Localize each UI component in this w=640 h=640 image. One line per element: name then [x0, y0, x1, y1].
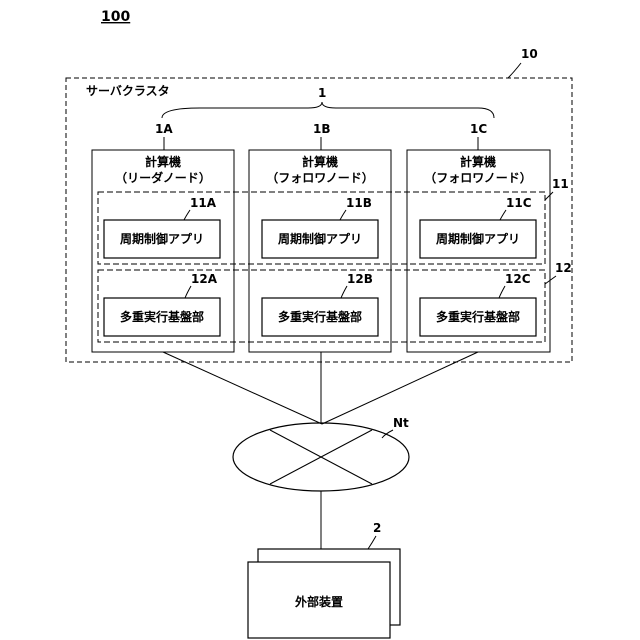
app-layer-ref: 11 — [552, 177, 569, 191]
platform-ref-12c-leader — [499, 286, 505, 298]
app-label-11b: 周期制御アプリ — [278, 231, 362, 246]
app-layer-band — [98, 192, 545, 264]
link-1a-network — [163, 352, 322, 424]
computer-ref-1c: 1C — [470, 122, 487, 136]
group-brace — [162, 102, 494, 118]
network-ref: Nt — [393, 416, 409, 430]
computer-title-1b: 計算機 — [302, 154, 338, 169]
platform-layer-band — [98, 270, 545, 342]
computer-ref-1b: 1B — [313, 122, 331, 136]
link-1c-network — [322, 352, 478, 424]
computer-role-1a: （リーダノード） — [115, 170, 211, 185]
server-cluster-label: サーバクラスタ — [86, 84, 170, 98]
platform-label-12a: 多重実行基盤部 — [120, 309, 204, 324]
app-ref-11c-leader — [500, 210, 506, 220]
platform-layer-ref: 12 — [555, 261, 572, 275]
external-device-ref: 2 — [373, 521, 381, 535]
platform-ref-12a-leader — [185, 286, 191, 298]
computer-title-1c: 計算機 — [460, 154, 496, 169]
app-layer-leader — [545, 192, 553, 200]
app-label-11a: 周期制御アプリ — [120, 231, 204, 246]
platform-ref-12b: 12B — [347, 272, 373, 286]
computer-role-1c: （フォロワノード） — [424, 170, 531, 185]
app-ref-11c: 11C — [506, 196, 532, 210]
computer-role-1b: （フォロワノード） — [266, 170, 373, 185]
platform-label-12b: 多重実行基盤部 — [278, 309, 362, 324]
server-cluster-leader — [508, 63, 521, 78]
app-ref-11a: 11A — [190, 196, 217, 210]
group-ref: 1 — [318, 86, 326, 100]
figure-number: 100 — [101, 9, 130, 25]
computer-ref-1a: 1A — [155, 122, 173, 136]
server-cluster-ref: 10 — [521, 47, 538, 61]
app-ref-11a-leader — [184, 210, 190, 220]
app-ref-11b: 11B — [346, 196, 372, 210]
external-device-label: 外部装置 — [295, 594, 343, 609]
app-label-11c: 周期制御アプリ — [436, 231, 520, 246]
platform-ref-12a: 12A — [191, 272, 218, 286]
computer-title-1a: 計算機 — [145, 154, 181, 169]
external-device-leader — [368, 536, 376, 549]
platform-ref-12c: 12C — [505, 272, 531, 286]
platform-label-12c: 多重実行基盤部 — [436, 309, 520, 324]
app-ref-11b-leader — [340, 210, 346, 220]
platform-ref-12b-leader — [341, 286, 347, 298]
